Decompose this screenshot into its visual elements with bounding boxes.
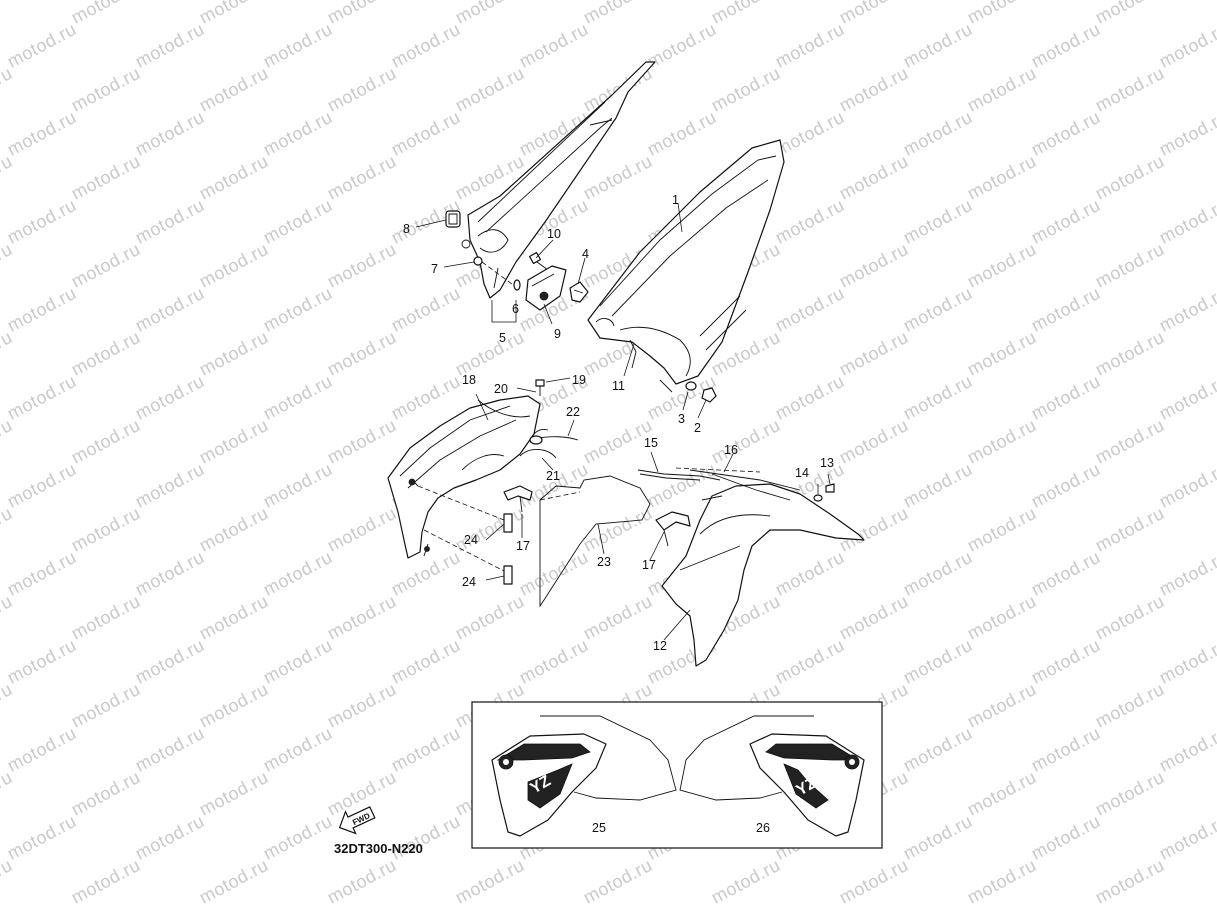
screw-part-13 <box>825 483 835 493</box>
fwd-arrow-icon: FWD <box>338 806 376 835</box>
callout-20: 20 <box>494 382 508 396</box>
callout-24-upper: 24 <box>464 533 478 547</box>
washer-part-3 <box>685 381 697 391</box>
callout-17-right: 17 <box>642 558 656 572</box>
clip-part-17-right <box>655 511 691 547</box>
screw-part-7 <box>473 256 521 291</box>
callout-3: 3 <box>678 412 685 426</box>
callout-21: 21 <box>546 469 560 483</box>
callout-11: 11 <box>612 379 625 393</box>
callout-7: 7 <box>431 262 438 276</box>
pad-part-24-lower <box>503 565 513 585</box>
side-panel-part-12 <box>661 469 865 667</box>
callout-5: 5 <box>499 331 506 345</box>
callout-14: 14 <box>795 466 809 480</box>
band-part-15 <box>637 469 721 481</box>
clip-part-8 <box>445 210 461 228</box>
side-cover-part-1 <box>587 139 785 393</box>
sheet-part-23 <box>539 475 651 608</box>
decal-part-25: YZ <box>491 715 677 837</box>
side-cover-bracket <box>461 61 656 299</box>
side-panel-part-18 <box>387 395 541 573</box>
bracket-part-9 <box>525 265 567 311</box>
decal-panel: YZ YZ 25 26 <box>471 701 883 849</box>
band-part-21 <box>519 449 557 459</box>
grommet-part-4 <box>569 281 589 303</box>
decal-part-26: YZ <box>679 715 865 837</box>
drawing-code: 32DT300-N220 <box>334 841 423 856</box>
callout-13: 13 <box>820 456 834 470</box>
bolt-part-2 <box>701 387 717 403</box>
callout-2: 2 <box>694 421 701 435</box>
callout-22: 22 <box>566 405 580 419</box>
clip-part-17-left <box>503 485 533 513</box>
callout-9: 9 <box>554 327 561 341</box>
bolt-part-10 <box>528 251 549 271</box>
band-part-16 <box>675 467 791 501</box>
callout-19: 19 <box>572 373 586 387</box>
callout-12: 12 <box>653 639 667 653</box>
callout-6: 6 <box>512 302 519 316</box>
callout-17-left: 17 <box>516 539 530 553</box>
callout-15: 15 <box>644 436 658 450</box>
callout-24-lower: 24 <box>462 575 476 589</box>
leader-lines <box>415 202 831 819</box>
washer-part-14 <box>813 494 823 502</box>
callout-10: 10 <box>547 227 561 241</box>
callout-1: 1 <box>672 193 679 207</box>
callout-8: 8 <box>403 222 410 236</box>
callout-4: 4 <box>582 247 589 261</box>
callout-16: 16 <box>724 443 738 457</box>
callout-23: 23 <box>597 555 611 569</box>
screw-part-19 <box>535 379 545 396</box>
band-part-22 <box>529 429 579 445</box>
callout-18: 18 <box>462 373 476 387</box>
callout-25: 25 <box>592 821 606 835</box>
callout-26: 26 <box>756 821 770 835</box>
washer-part-6 <box>513 279 521 291</box>
pad-part-24-upper <box>503 513 513 533</box>
